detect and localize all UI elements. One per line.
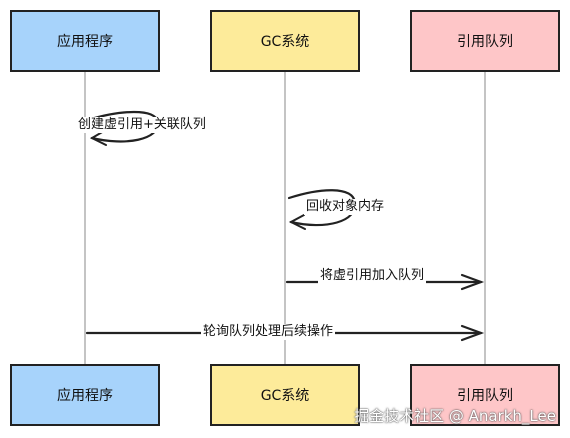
reclaim-arrowhead [288,214,306,230]
participant-ref-queue-top: 引用队列 [410,10,560,72]
create-arrowhead [89,130,107,146]
participant-app-bottom: 应用程序 [10,364,160,426]
message-reclaim-label: 回收对象内存 [304,199,387,215]
message-create-label: 创建虚引用+关联队列 [76,117,208,133]
enqueue-arrowhead [460,273,485,291]
message-enqueue-label: 将虚引用加入队列 [318,268,427,284]
poll-arrowhead [460,324,485,342]
participant-app-top: 应用程序 [10,10,160,72]
message-poll-label: 轮询队列处理后续操作 [201,324,336,340]
participant-ref-queue-bottom: 引用队列 [410,364,560,426]
watermark-text: 掘金技术社区 @ Anarkh_Lee [354,407,556,425]
participant-gc-bottom: GC系统 [210,364,360,426]
participant-gc-top: GC系统 [210,10,360,72]
